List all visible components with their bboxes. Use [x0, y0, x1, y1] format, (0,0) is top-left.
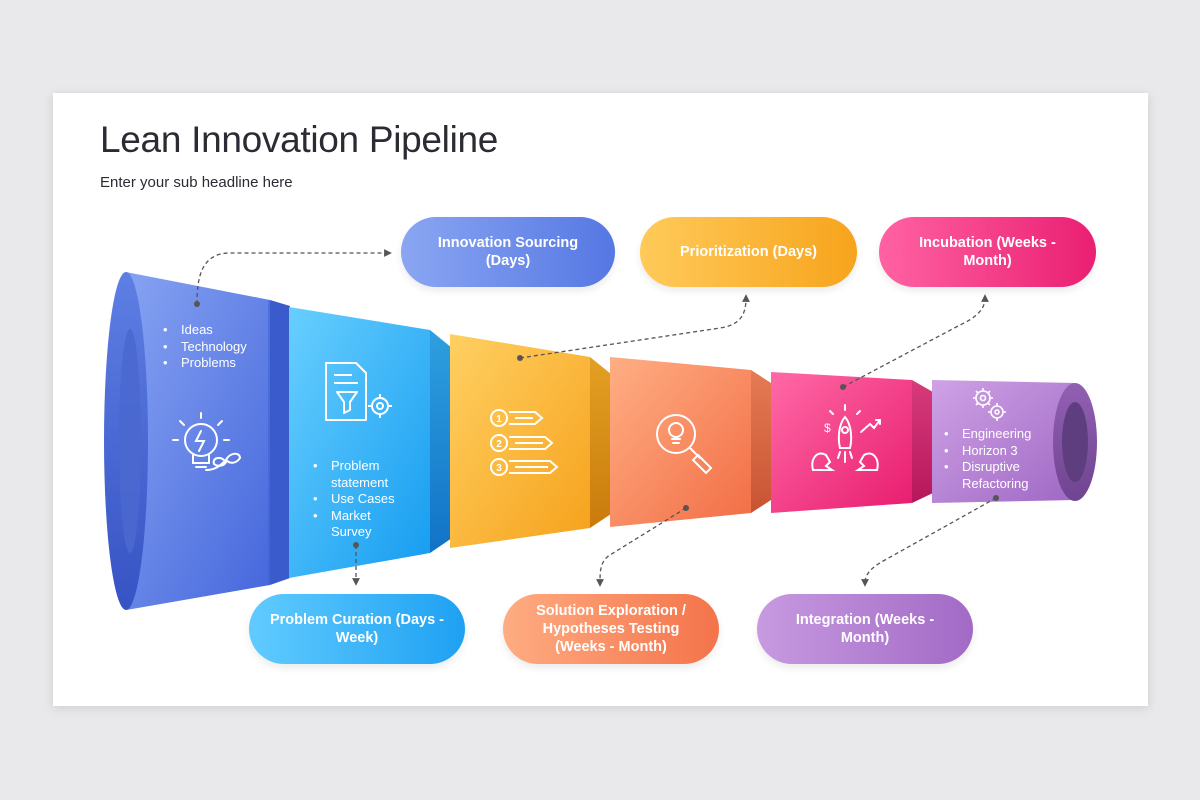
magnifier-idea-icon — [656, 414, 713, 475]
bullets-sourcing: Ideas Technology Problems — [161, 322, 271, 372]
connector-incubation — [842, 294, 989, 388]
connector-dots — [194, 301, 999, 548]
svg-text:3: 3 — [496, 463, 502, 474]
page-subtitle: Enter your sub headline here — [100, 174, 293, 191]
stage-pill-solution-exploration: Solution Exploration / Hypotheses Testin… — [503, 594, 719, 664]
list-item: Problem statement — [311, 458, 411, 491]
connector-prioritization — [519, 294, 750, 359]
list-item: Use Cases — [311, 491, 411, 508]
stage-curation-block — [268, 300, 452, 585]
list-item: Ideas — [161, 322, 271, 339]
list-item: Engineering — [942, 426, 1052, 443]
list-item: Problems — [161, 355, 271, 372]
connector-sourcing — [196, 249, 392, 305]
bullets-curation: Problem statement Use Cases Market Surve… — [311, 458, 411, 541]
svg-text:1: 1 — [496, 414, 502, 425]
rocket-launch-icon — [811, 404, 881, 471]
stage-pill-prioritization: Prioritization (Days) — [640, 217, 857, 287]
numbered-list-icon — [490, 409, 559, 476]
connectors — [196, 249, 997, 587]
lightbulb-icon — [172, 412, 242, 471]
stage-pill-integration: Integration (Weeks - Month) — [757, 594, 973, 664]
list-item: Market Survey — [311, 508, 411, 541]
svg-text:2: 2 — [496, 439, 502, 450]
stage-exploration-block — [610, 357, 771, 527]
list-item: Horizon 3 — [942, 443, 1052, 460]
svg-text:$: $ — [824, 421, 831, 435]
list-item: Technology — [161, 339, 271, 356]
stage-incubation-block — [771, 372, 933, 513]
list-item: Disruptive Refactoring — [942, 459, 1052, 492]
bullets-integration: Engineering Horizon 3 Disruptive Refacto… — [942, 426, 1052, 492]
connector-integration — [861, 497, 997, 587]
stage-pill-incubation: Incubation (Weeks - Month) — [879, 217, 1096, 287]
stage-pill-problem-curation: Problem Curation (Days - Week) — [249, 594, 465, 664]
page-title: Lean Innovation Pipeline — [100, 119, 499, 160]
stage-pill-innovation-sourcing: Innovation Sourcing (Days) — [401, 217, 615, 287]
gears-icon — [973, 388, 1006, 421]
document-filter-icon — [325, 362, 392, 421]
stage-prioritization-block — [450, 334, 611, 548]
